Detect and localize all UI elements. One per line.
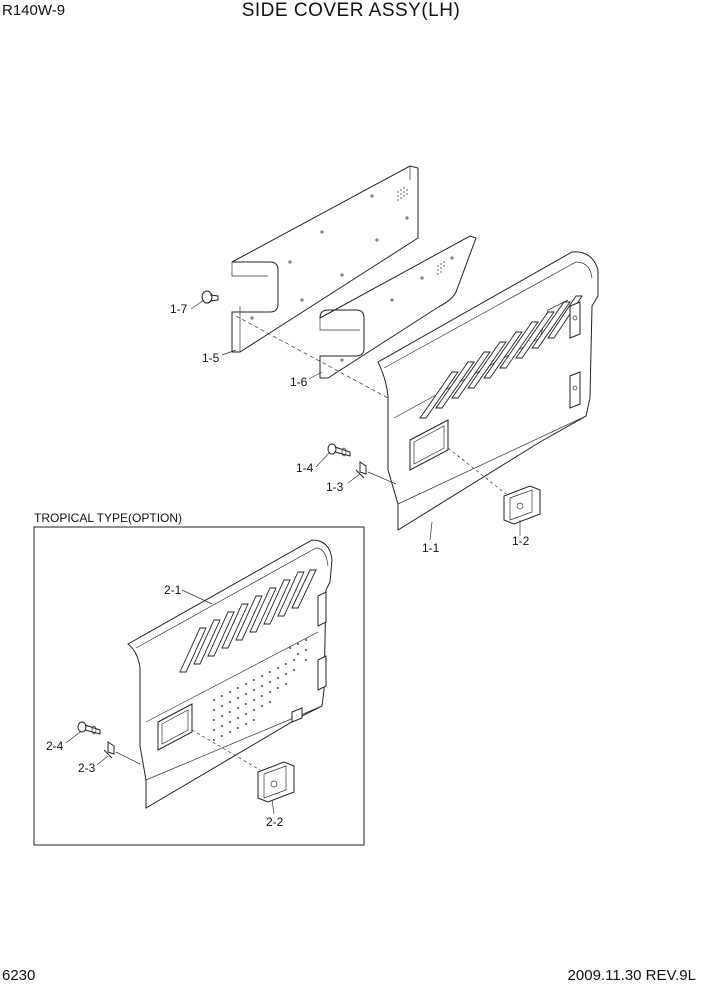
bolt-1-4 — [327, 443, 351, 457]
latch-2-2 — [191, 729, 295, 803]
insulation-pad-1-5 — [231, 165, 419, 353]
option-box-label: TROPICAL TYPE(OPTION) — [34, 511, 182, 525]
callout-1-6: 1-6 — [290, 375, 308, 389]
page-number: 6230 — [2, 967, 36, 984]
handle-recess-1-1 — [409, 419, 449, 471]
pad-perforation-1-6 — [437, 261, 445, 275]
perforated-mesh-2-1 — [213, 639, 307, 741]
hinge-brackets-1-1 — [569, 301, 581, 409]
callout-2-4: 2-4 — [46, 739, 64, 753]
callout-1-2: 1-2 — [512, 534, 530, 548]
latch-1-2 — [447, 447, 541, 525]
callout-2-3: 2-3 — [78, 761, 96, 775]
bolt-2-4 — [77, 721, 101, 735]
revision-date: 2009.11.30 REV.9L — [567, 967, 696, 984]
hinge-brackets-2-1 — [291, 591, 327, 723]
callout-1-7: 1-7 — [170, 302, 188, 316]
vent-slots-2-1 — [179, 569, 317, 673]
rivet-1-7 — [201, 290, 219, 304]
page-title: SIDE COVER ASSY(LH) — [241, 0, 461, 21]
tropical-option-frame — [33, 526, 365, 846]
leaders-set-1 — [190, 299, 521, 541]
side-cover-1-1 — [377, 251, 599, 531]
model-code: R140W-9 — [2, 2, 66, 19]
callout-2-1: 2-1 — [164, 583, 182, 597]
insulation-pad-1-6 — [319, 235, 477, 379]
callout-1-4: 1-4 — [296, 461, 314, 475]
handle-recess-2-1 — [157, 703, 193, 751]
pad-perforation-1-5 — [397, 187, 408, 201]
callout-1-1: 1-1 — [422, 541, 440, 555]
clip-2-3 — [103, 741, 115, 759]
callout-1-5: 1-5 — [202, 351, 220, 365]
callout-1-3: 1-3 — [326, 480, 344, 494]
side-cover-2-1 — [127, 539, 333, 809]
callout-2-2: 2-2 — [266, 815, 284, 829]
leaders-set-2 — [65, 589, 275, 815]
